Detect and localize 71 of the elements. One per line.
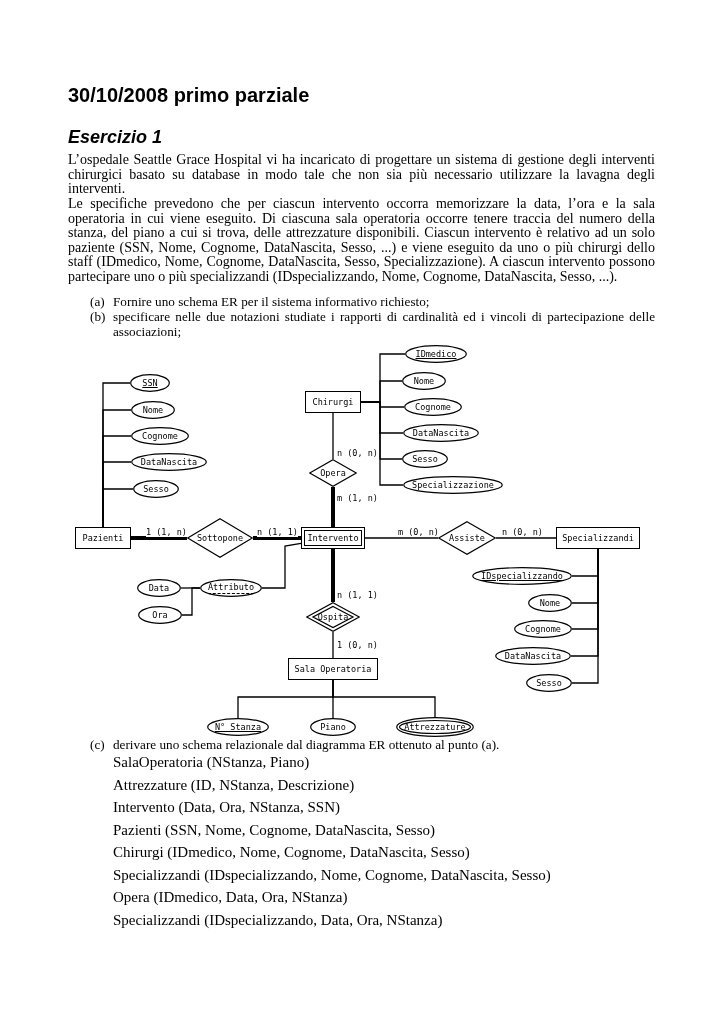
attribute-ellipse: Nome	[131, 401, 175, 419]
weak-relationship-diamond: Ospita	[306, 602, 360, 632]
attribute-ellipse: Sesso	[133, 480, 179, 498]
attribute-ellipse: DataNascita	[131, 453, 207, 471]
cardinality-label: n (0, n)	[337, 448, 378, 458]
list-marker: (b)	[90, 310, 106, 325]
attribute-ellipse: Sesso	[526, 674, 572, 692]
schema-line: Opera (IDmedico, Data, Ora, NStanza)	[113, 889, 348, 906]
connector-line	[571, 548, 599, 684]
title: 30/10/2008 primo parziale	[68, 84, 310, 107]
multivalued-attribute-ellipse: Attrezzature	[396, 717, 474, 737]
cardinality-label: 1 (0, n)	[337, 640, 378, 650]
relationship-diamond: Sottopone	[187, 518, 253, 558]
connector-line	[181, 587, 201, 616]
attribute-ellipse: Cognome	[131, 427, 189, 445]
entity-box: Pazienti	[75, 527, 131, 549]
attribute-ellipse: DataNascita	[495, 647, 571, 665]
cardinality-label: m (0, n)	[398, 527, 439, 537]
attribute-ellipse: Sesso	[402, 450, 448, 468]
connector-line	[332, 412, 334, 460]
schema-line: Specializzandi (IDspecializzando, Nome, Cognome, DataNascita, Sesso)	[113, 866, 551, 884]
relationship-diamond: Opera	[309, 459, 357, 487]
attribute-ellipse: Nome	[402, 372, 446, 390]
key-attribute-ellipse: IDspecializzando	[472, 567, 572, 585]
schema-line: Specializzandi (IDspecializzando, Data, Ora, NStanza)	[113, 911, 443, 929]
cardinality-label: m (1, n)	[337, 493, 378, 503]
thick-line	[331, 549, 335, 602]
thick-line	[131, 536, 187, 540]
cardinality-label: n (1, 1)	[337, 590, 378, 600]
schema-line: Attrezzature (ID, NStanza, Descrizione)	[113, 776, 355, 794]
attribute-ellipse: Cognome	[514, 620, 572, 638]
attribute-ellipse: Specializzazione	[403, 476, 503, 494]
thick-line	[253, 536, 301, 540]
key-attribute-ellipse: N° Stanza	[207, 718, 269, 736]
entity-box: Chirurgi	[305, 391, 361, 413]
cardinality-label: 1 (1, n)	[146, 527, 187, 537]
cardinality-label: n (0, n)	[502, 527, 543, 537]
attribute-ellipse: Piano	[310, 718, 356, 736]
schema-line: Pazienti (SSN, Nome, Cognome, DataNascita, Sesso)	[113, 821, 436, 839]
list-item: specificare nelle due notazioni studiate i rapporti di cardinalità ed i vincoli di partecipazione delle associazioni;	[113, 310, 655, 340]
connector-line	[495, 537, 557, 539]
thick-line	[331, 487, 335, 527]
attribute-ellipse: Ora	[138, 606, 182, 624]
partial-key-attribute-ellipse: Attributo	[200, 579, 262, 597]
list-marker: (a)	[90, 295, 105, 310]
weak-entity-box: Intervento	[301, 527, 365, 549]
relationship-diamond: Assiste	[438, 521, 496, 555]
list-marker: (c)	[90, 738, 105, 753]
schema-line: SalaOperatoria (NStanza, Piano)	[113, 754, 310, 771]
paragraph: Le specifiche prevedono che per ciascun intervento occorra memorizzare la data, l’ora e la sala operatoria in cui viene eseguito. Di ciascuna sala operatoria occorre tenere traccia del numero della stanza, del piano a cui si trova, delle attrezzature disponibili. Ciascun intervento è relativo ad un solo paziente (SSN, Nome, Cognome, DataNascita, Sesso, ...) e viene eseguito da uno o più chirurgi dello staff (IDmedico, Nome, Cognome, DataNascita, Sesso, Specializzazione). A ciascun intervento possono partecipare uno o più specializzandi (IDspecializzando, Nome, Cognome, DataNascita, Sesso, ...).	[68, 197, 655, 285]
list-item: Fornire uno schema ER per il sistema informativo richiesto;	[113, 295, 431, 310]
section-heading: Esercizio 1	[68, 127, 163, 148]
attribute-ellipse: Data	[137, 579, 181, 597]
entity-box: Sala Operatoria	[288, 658, 378, 680]
connector-line	[102, 488, 134, 528]
schema-line: Intervento (Data, Ora, NStanza, SSN)	[113, 799, 340, 816]
attribute-ellipse: Cognome	[404, 398, 462, 416]
list-item: derivare uno schema relazionale dal diagramma ER ottenuto al punto (a).	[113, 738, 501, 753]
attribute-ellipse: DataNascita	[403, 424, 479, 442]
connector-line	[332, 631, 334, 659]
schema-line: Chirurgi (IDmedico, Nome, Cognome, DataNascita, Sesso)	[113, 844, 470, 861]
paragraph: L’ospedale Seattle Grace Hospital vi ha incaricato di progettare un sistema di gestione degli interventi chirurgici basato su database in modo tale che non sia più necessario utilizzare la lavagna degli interventi.	[68, 153, 655, 197]
entity-box: Specializzandi	[556, 527, 640, 549]
connector-line	[332, 679, 436, 718]
key-attribute-ellipse: SSN	[130, 374, 170, 392]
connector-line	[364, 537, 439, 539]
connector-line	[261, 542, 302, 589]
key-attribute-ellipse: IDmedico	[405, 345, 467, 363]
connector-line	[360, 401, 404, 486]
attribute-ellipse: Nome	[528, 594, 572, 612]
cardinality-label: n (1, 1)	[257, 527, 298, 537]
